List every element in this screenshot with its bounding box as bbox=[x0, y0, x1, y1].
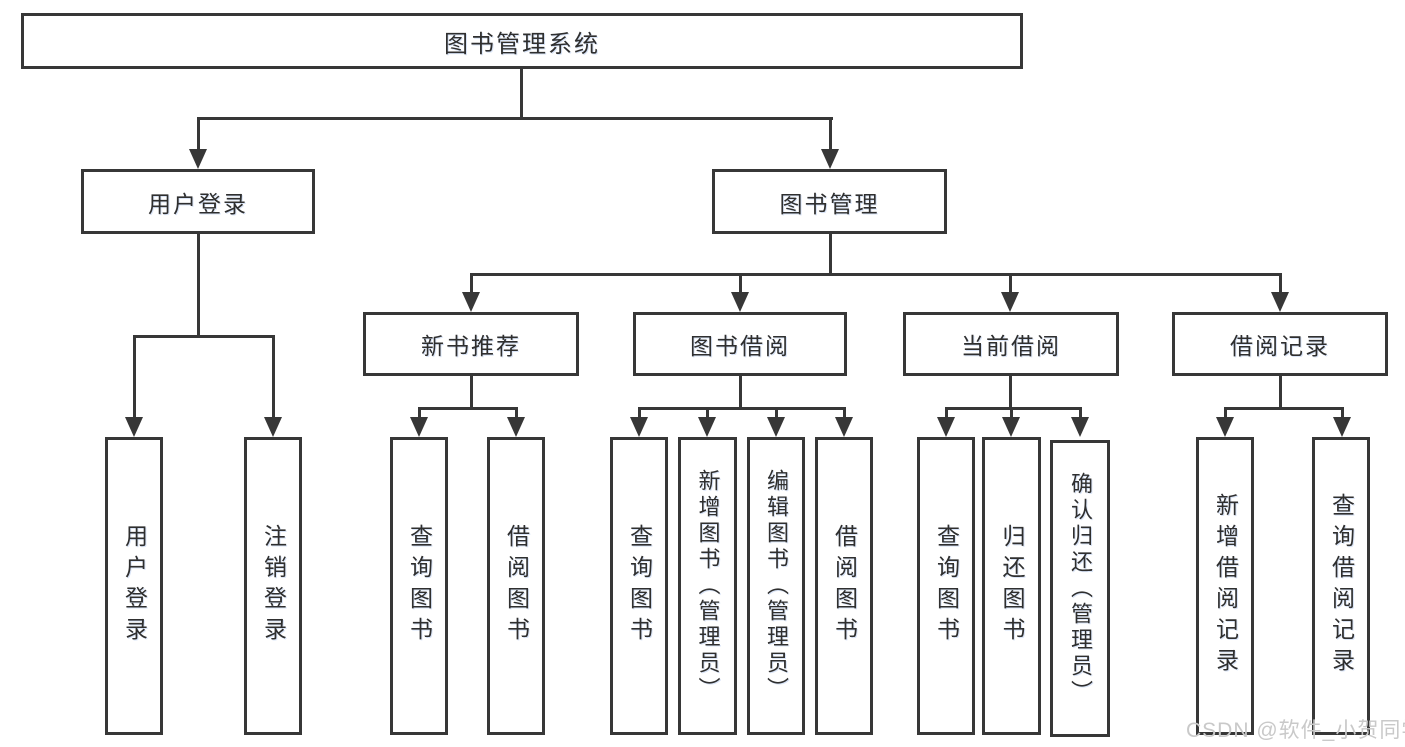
node-label: 借阅记录 bbox=[1230, 333, 1330, 359]
arrow-down-icon bbox=[767, 417, 785, 437]
connector-vline bbox=[1341, 407, 1344, 417]
arrow-down-icon bbox=[189, 149, 207, 169]
leaf-logout-login: 注销登录 bbox=[244, 437, 302, 735]
connector-vline bbox=[1279, 273, 1282, 292]
connector-vline bbox=[829, 234, 832, 276]
node-user-login: 用户登录 bbox=[81, 169, 315, 234]
watermark-text: CSDN @软件_小贺同学 bbox=[1186, 719, 1405, 742]
arrow-down-icon bbox=[630, 417, 648, 437]
arrow-down-icon bbox=[835, 417, 853, 437]
arrow-down-icon bbox=[1333, 417, 1351, 437]
leaf-user-login: 用户登录 bbox=[105, 437, 163, 735]
node-label: 图书借阅 bbox=[690, 333, 790, 359]
leaf-label: 查询图书 bbox=[933, 524, 960, 648]
connector-vline bbox=[197, 234, 200, 338]
leaf-query-books-recommend: 查询图书 bbox=[390, 437, 448, 735]
connector-hline bbox=[470, 273, 1281, 276]
leaf-label: 查询借阅记录 bbox=[1328, 493, 1355, 679]
connector-vline bbox=[1009, 273, 1012, 292]
connector-vline bbox=[775, 407, 778, 417]
leaf-label: 查询图书 bbox=[406, 524, 433, 648]
node-label: 图书管理 bbox=[779, 190, 880, 217]
connector-vline bbox=[1224, 407, 1227, 417]
node-current-borrowing: 当前借阅 bbox=[903, 312, 1119, 376]
connector-hline bbox=[418, 407, 518, 410]
leaf-query-books-current: 查询图书 bbox=[917, 437, 975, 735]
connector-vline bbox=[739, 273, 742, 292]
connector-vline bbox=[272, 335, 275, 417]
node-label: 当前借阅 bbox=[961, 333, 1061, 359]
leaf-add-borrow-record: 新增借阅记录 bbox=[1196, 437, 1254, 735]
node-library-management-system: 图书管理系统 bbox=[21, 13, 1023, 69]
arrow-down-icon bbox=[1001, 292, 1019, 312]
connector-vline bbox=[520, 69, 523, 120]
leaf-borrow-books: 借阅图书 bbox=[815, 437, 873, 735]
connector-hline bbox=[1224, 407, 1344, 410]
leaf-label: 用户登录 bbox=[121, 524, 148, 648]
arrow-down-icon bbox=[937, 417, 955, 437]
arrow-down-icon bbox=[698, 417, 716, 437]
leaf-label: 编辑图书（管理员） bbox=[764, 469, 789, 703]
connector-vline bbox=[133, 335, 136, 417]
arrow-down-icon bbox=[821, 149, 839, 169]
node-book-borrowing: 图书借阅 bbox=[633, 312, 847, 376]
node-label: 新书推荐 bbox=[421, 333, 521, 359]
node-label: 图书管理系统 bbox=[444, 30, 600, 58]
connector-hline bbox=[197, 117, 833, 120]
arrow-down-icon bbox=[1071, 417, 1089, 437]
connector-hline bbox=[638, 407, 846, 410]
arrow-down-icon bbox=[462, 292, 480, 312]
leaf-query-books-borrowing: 查询图书 bbox=[610, 437, 668, 735]
connector-vline bbox=[470, 273, 473, 292]
connector-vline bbox=[1009, 376, 1012, 410]
node-book-management: 图书管理 bbox=[712, 169, 947, 234]
connector-vline bbox=[418, 407, 421, 417]
connector-vline bbox=[197, 117, 200, 149]
arrow-down-icon bbox=[731, 292, 749, 312]
leaf-confirm-return-admin: 确认归还（管理员） bbox=[1050, 440, 1110, 737]
leaf-return-books: 归还图书 bbox=[982, 437, 1041, 735]
arrow-down-icon bbox=[125, 417, 143, 437]
leaf-label: 借阅图书 bbox=[503, 524, 530, 648]
node-label: 用户登录 bbox=[148, 190, 248, 217]
leaf-label: 借阅图书 bbox=[831, 524, 858, 648]
connector-vline bbox=[1279, 376, 1282, 410]
connector-vline bbox=[739, 376, 742, 410]
leaf-edit-books-admin: 编辑图书（管理员） bbox=[747, 437, 805, 735]
connector-vline bbox=[638, 407, 641, 417]
arrow-down-icon bbox=[507, 417, 525, 437]
leaf-add-books-admin: 新增图书（管理员） bbox=[678, 437, 737, 735]
leaf-label: 查询图书 bbox=[626, 524, 653, 648]
arrow-down-icon bbox=[1271, 292, 1289, 312]
leaf-label: 确认归还（管理员） bbox=[1068, 471, 1093, 706]
connector-hline bbox=[945, 407, 1082, 410]
connector-vline bbox=[706, 407, 709, 417]
connector-vline bbox=[843, 407, 846, 417]
leaf-label: 新增图书（管理员） bbox=[695, 469, 721, 703]
connector-vline bbox=[1010, 407, 1013, 417]
leaf-label: 归还图书 bbox=[999, 524, 1025, 648]
leaf-borrow-books-recommend: 借阅图书 bbox=[487, 437, 545, 735]
connector-vline bbox=[945, 407, 948, 417]
leaf-label: 注销登录 bbox=[260, 524, 287, 648]
connector-vline bbox=[470, 376, 473, 410]
leaf-label: 新增借阅记录 bbox=[1212, 493, 1239, 679]
connector-vline bbox=[1079, 407, 1082, 417]
node-new-book-recommendation: 新书推荐 bbox=[363, 312, 579, 376]
arrow-down-icon bbox=[1002, 417, 1020, 437]
connector-vline bbox=[515, 407, 518, 417]
arrow-down-icon bbox=[264, 417, 282, 437]
connector-hline bbox=[133, 335, 275, 338]
leaf-query-borrow-record: 查询借阅记录 bbox=[1312, 437, 1370, 735]
connector-vline bbox=[829, 117, 832, 149]
arrow-down-icon bbox=[410, 417, 428, 437]
node-borrowing-records: 借阅记录 bbox=[1172, 312, 1388, 376]
arrow-down-icon bbox=[1216, 417, 1234, 437]
